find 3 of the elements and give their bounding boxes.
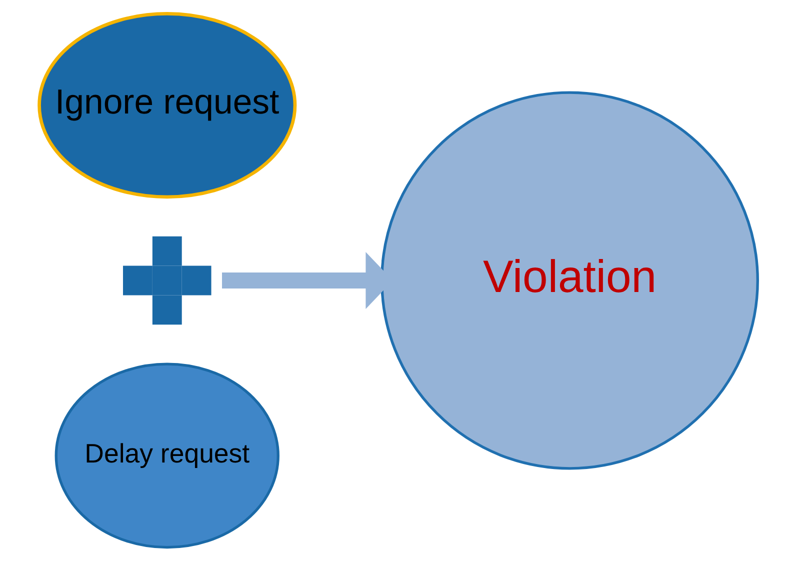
node-ellipse: Ignore request	[37, 12, 296, 199]
node-circle: Violation	[380, 91, 758, 470]
node-ellipse: Delay request	[54, 362, 279, 549]
